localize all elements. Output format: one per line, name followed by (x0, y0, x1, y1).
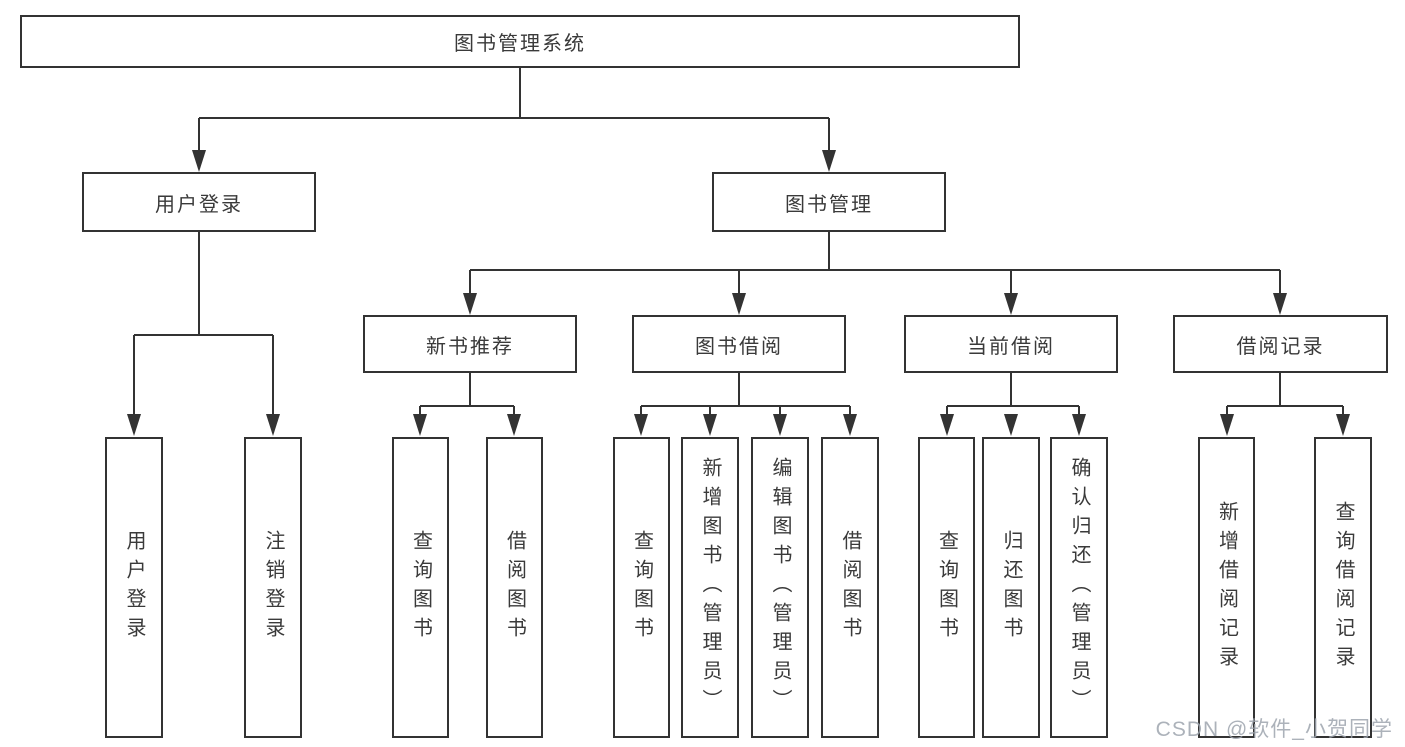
node-leaf-add-books-admin: 新增图书（管理员） (681, 437, 739, 738)
node-leaf-edit-books-admin: 编辑图书（管理员） (751, 437, 809, 738)
node-leaf-query-books-3: 查询图书 (918, 437, 975, 738)
node-leaf-query-books-2: 查询图书 (613, 437, 670, 738)
node-leaf-borrow-books-2: 借阅图书 (821, 437, 879, 738)
node-leaf-confirm-return-admin: 确认归还（管理员） (1050, 437, 1108, 738)
csdn-watermark: CSDN @软件_小贺同学 (1155, 718, 1393, 741)
node-borrow-records: 借阅记录 (1173, 315, 1388, 373)
node-leaf-logout: 注销登录 (244, 437, 302, 738)
arrowheads (127, 150, 1350, 436)
node-book-borrow: 图书借阅 (632, 315, 846, 373)
node-new-book-recommend: 新书推荐 (363, 315, 577, 373)
node-leaf-query-borrow-record: 查询借阅记录 (1314, 437, 1372, 738)
node-user-login: 用户登录 (82, 172, 316, 232)
node-library-management-system: 图书管理系统 (20, 15, 1020, 68)
node-leaf-add-borrow-record: 新增借阅记录 (1198, 437, 1255, 738)
node-leaf-return-books: 归还图书 (982, 437, 1040, 738)
node-leaf-user-login: 用户登录 (105, 437, 163, 738)
node-leaf-query-books-1: 查询图书 (392, 437, 449, 738)
node-leaf-borrow-books-1: 借阅图书 (486, 437, 543, 738)
node-book-management: 图书管理 (712, 172, 946, 232)
node-current-borrow: 当前借阅 (904, 315, 1118, 373)
